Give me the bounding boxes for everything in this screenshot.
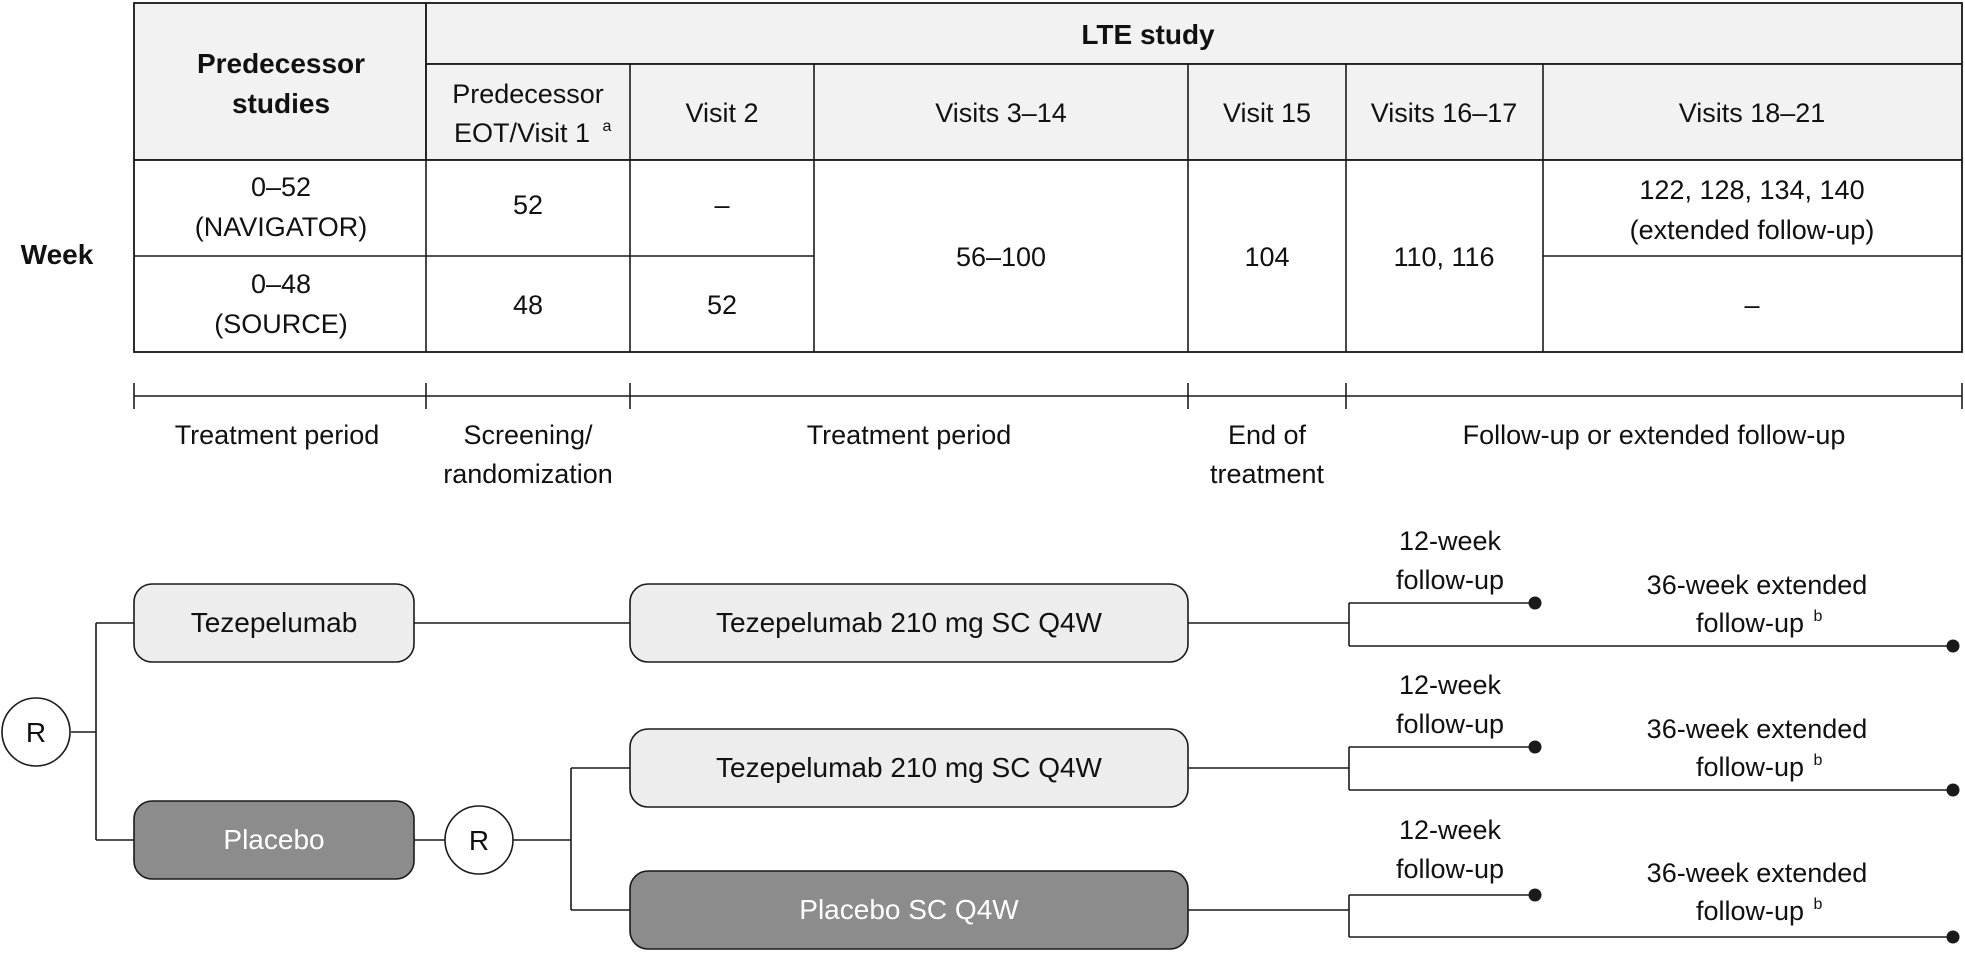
randomization-node-2: R bbox=[444, 805, 514, 875]
period-screening-line2: randomization bbox=[443, 459, 613, 489]
svg-text:Tezepelumab: Tezepelumab bbox=[191, 607, 358, 638]
navigator-study-line1: 0–52 bbox=[251, 172, 311, 202]
period-screening-line1: Screening/ bbox=[463, 420, 593, 450]
fu36-1-line2: follow-up bbox=[1696, 608, 1804, 638]
header-predecessor-eot-line2: EOT/Visit 1 bbox=[454, 118, 590, 148]
fu12-3-line2: follow-up bbox=[1396, 854, 1504, 884]
endpoint-36wk-1 bbox=[1946, 639, 1960, 653]
header-predecessor-line2: studies bbox=[232, 88, 330, 119]
box-tezepelumab-210-continuing: Tezepelumab 210 mg SC Q4W bbox=[629, 583, 1189, 663]
fu36-3-line2: follow-up bbox=[1696, 896, 1804, 926]
header-predecessor-line1: Predecessor bbox=[197, 48, 365, 79]
navigator-visit2: – bbox=[714, 190, 729, 220]
fu36-2-line2: follow-up bbox=[1696, 752, 1804, 782]
period-end-treatment-line1: End of bbox=[1228, 420, 1307, 450]
svg-text:Tezepelumab 210 mg SC Q4W: Tezepelumab 210 mg SC Q4W bbox=[716, 607, 1103, 638]
fu36-2-footnote: b bbox=[1814, 752, 1823, 769]
fu12-1-line1: 12-week bbox=[1399, 526, 1502, 556]
endpoint-12wk-3 bbox=[1528, 888, 1542, 902]
navigator-eot: 52 bbox=[513, 190, 543, 220]
box-placebo-sc: Placebo SC Q4W bbox=[629, 870, 1189, 950]
source-study-line2: (SOURCE) bbox=[214, 309, 348, 339]
shared-visits-3-14: 56–100 bbox=[956, 242, 1046, 272]
box-tezepelumab-210-switched: Tezepelumab 210 mg SC Q4W bbox=[629, 728, 1189, 808]
fu36-3-footnote: b bbox=[1814, 896, 1823, 913]
period-timeline bbox=[133, 383, 1963, 409]
randomization-node-1: R bbox=[1, 697, 71, 767]
fu12-2-line1: 12-week bbox=[1399, 670, 1502, 700]
source-visit2: 52 bbox=[707, 290, 737, 320]
period-treatment-predecessor: Treatment period bbox=[175, 420, 380, 450]
week-table-text: Week Predecessor studies LTE study Prede… bbox=[21, 19, 1875, 339]
fu36-3-line1: 36-week extended bbox=[1647, 858, 1868, 888]
navigator-visits-18-21-line2: (extended follow-up) bbox=[1630, 215, 1875, 245]
follow-up-labels: 12-week follow-up 36-week extended follo… bbox=[1396, 526, 1867, 926]
box-tezepelumab-predecessor: Tezepelumab bbox=[133, 583, 415, 663]
source-eot: 48 bbox=[513, 290, 543, 320]
fu36-2-line1: 36-week extended bbox=[1647, 714, 1868, 744]
period-end-treatment-line2: treatment bbox=[1210, 459, 1325, 489]
header-visits-3-14: Visits 3–14 bbox=[935, 98, 1067, 128]
header-visits-16-17: Visits 16–17 bbox=[1371, 98, 1518, 128]
period-follow-up: Follow-up or extended follow-up bbox=[1463, 420, 1846, 450]
period-labels: Treatment period Screening/ randomizatio… bbox=[175, 420, 1846, 489]
endpoint-36wk-3 bbox=[1946, 930, 1960, 944]
header-footnote-a: a bbox=[603, 118, 612, 135]
week-table bbox=[133, 2, 1963, 353]
follow-up-endpoints bbox=[1528, 596, 1960, 944]
fu36-1-footnote: b bbox=[1814, 608, 1823, 625]
source-visits-18-21: – bbox=[1744, 290, 1759, 320]
header-visit2: Visit 2 bbox=[685, 98, 758, 128]
endpoint-12wk-2 bbox=[1528, 740, 1542, 754]
endpoint-12wk-1 bbox=[1528, 596, 1542, 610]
svg-text:Tezepelumab 210 mg SC Q4W: Tezepelumab 210 mg SC Q4W bbox=[716, 752, 1103, 783]
header-cell-lte bbox=[425, 2, 1963, 65]
header-visit15: Visit 15 bbox=[1223, 98, 1311, 128]
fu36-1-line1: 36-week extended bbox=[1647, 570, 1868, 600]
navigator-visits-18-21-line1: 122, 128, 134, 140 bbox=[1639, 175, 1864, 205]
header-visits-18-21: Visits 18–21 bbox=[1679, 98, 1826, 128]
shared-visits-16-17: 110, 116 bbox=[1393, 242, 1494, 272]
svg-text:Placebo: Placebo bbox=[223, 824, 324, 855]
fu12-2-line2: follow-up bbox=[1396, 709, 1504, 739]
endpoint-36wk-2 bbox=[1946, 783, 1960, 797]
box-placebo-predecessor: Placebo bbox=[133, 800, 415, 880]
navigator-study-line2: (NAVIGATOR) bbox=[195, 212, 368, 242]
header-lte-study: LTE study bbox=[1081, 19, 1215, 50]
week-row-label: Week bbox=[21, 239, 94, 270]
svg-text:Placebo SC Q4W: Placebo SC Q4W bbox=[799, 894, 1019, 925]
source-study-line1: 0–48 bbox=[251, 269, 311, 299]
flow-connectors bbox=[71, 602, 1953, 938]
fu12-1-line2: follow-up bbox=[1396, 565, 1504, 595]
header-cell-predecessor bbox=[133, 2, 427, 161]
period-treatment-lte: Treatment period bbox=[807, 420, 1012, 450]
randomization-label-1: R bbox=[26, 717, 46, 748]
shared-visit15: 104 bbox=[1244, 242, 1289, 272]
fu12-3-line1: 12-week bbox=[1399, 815, 1502, 845]
randomization-label-2: R bbox=[469, 825, 489, 856]
header-predecessor-eot-line1: Predecessor bbox=[452, 79, 604, 109]
